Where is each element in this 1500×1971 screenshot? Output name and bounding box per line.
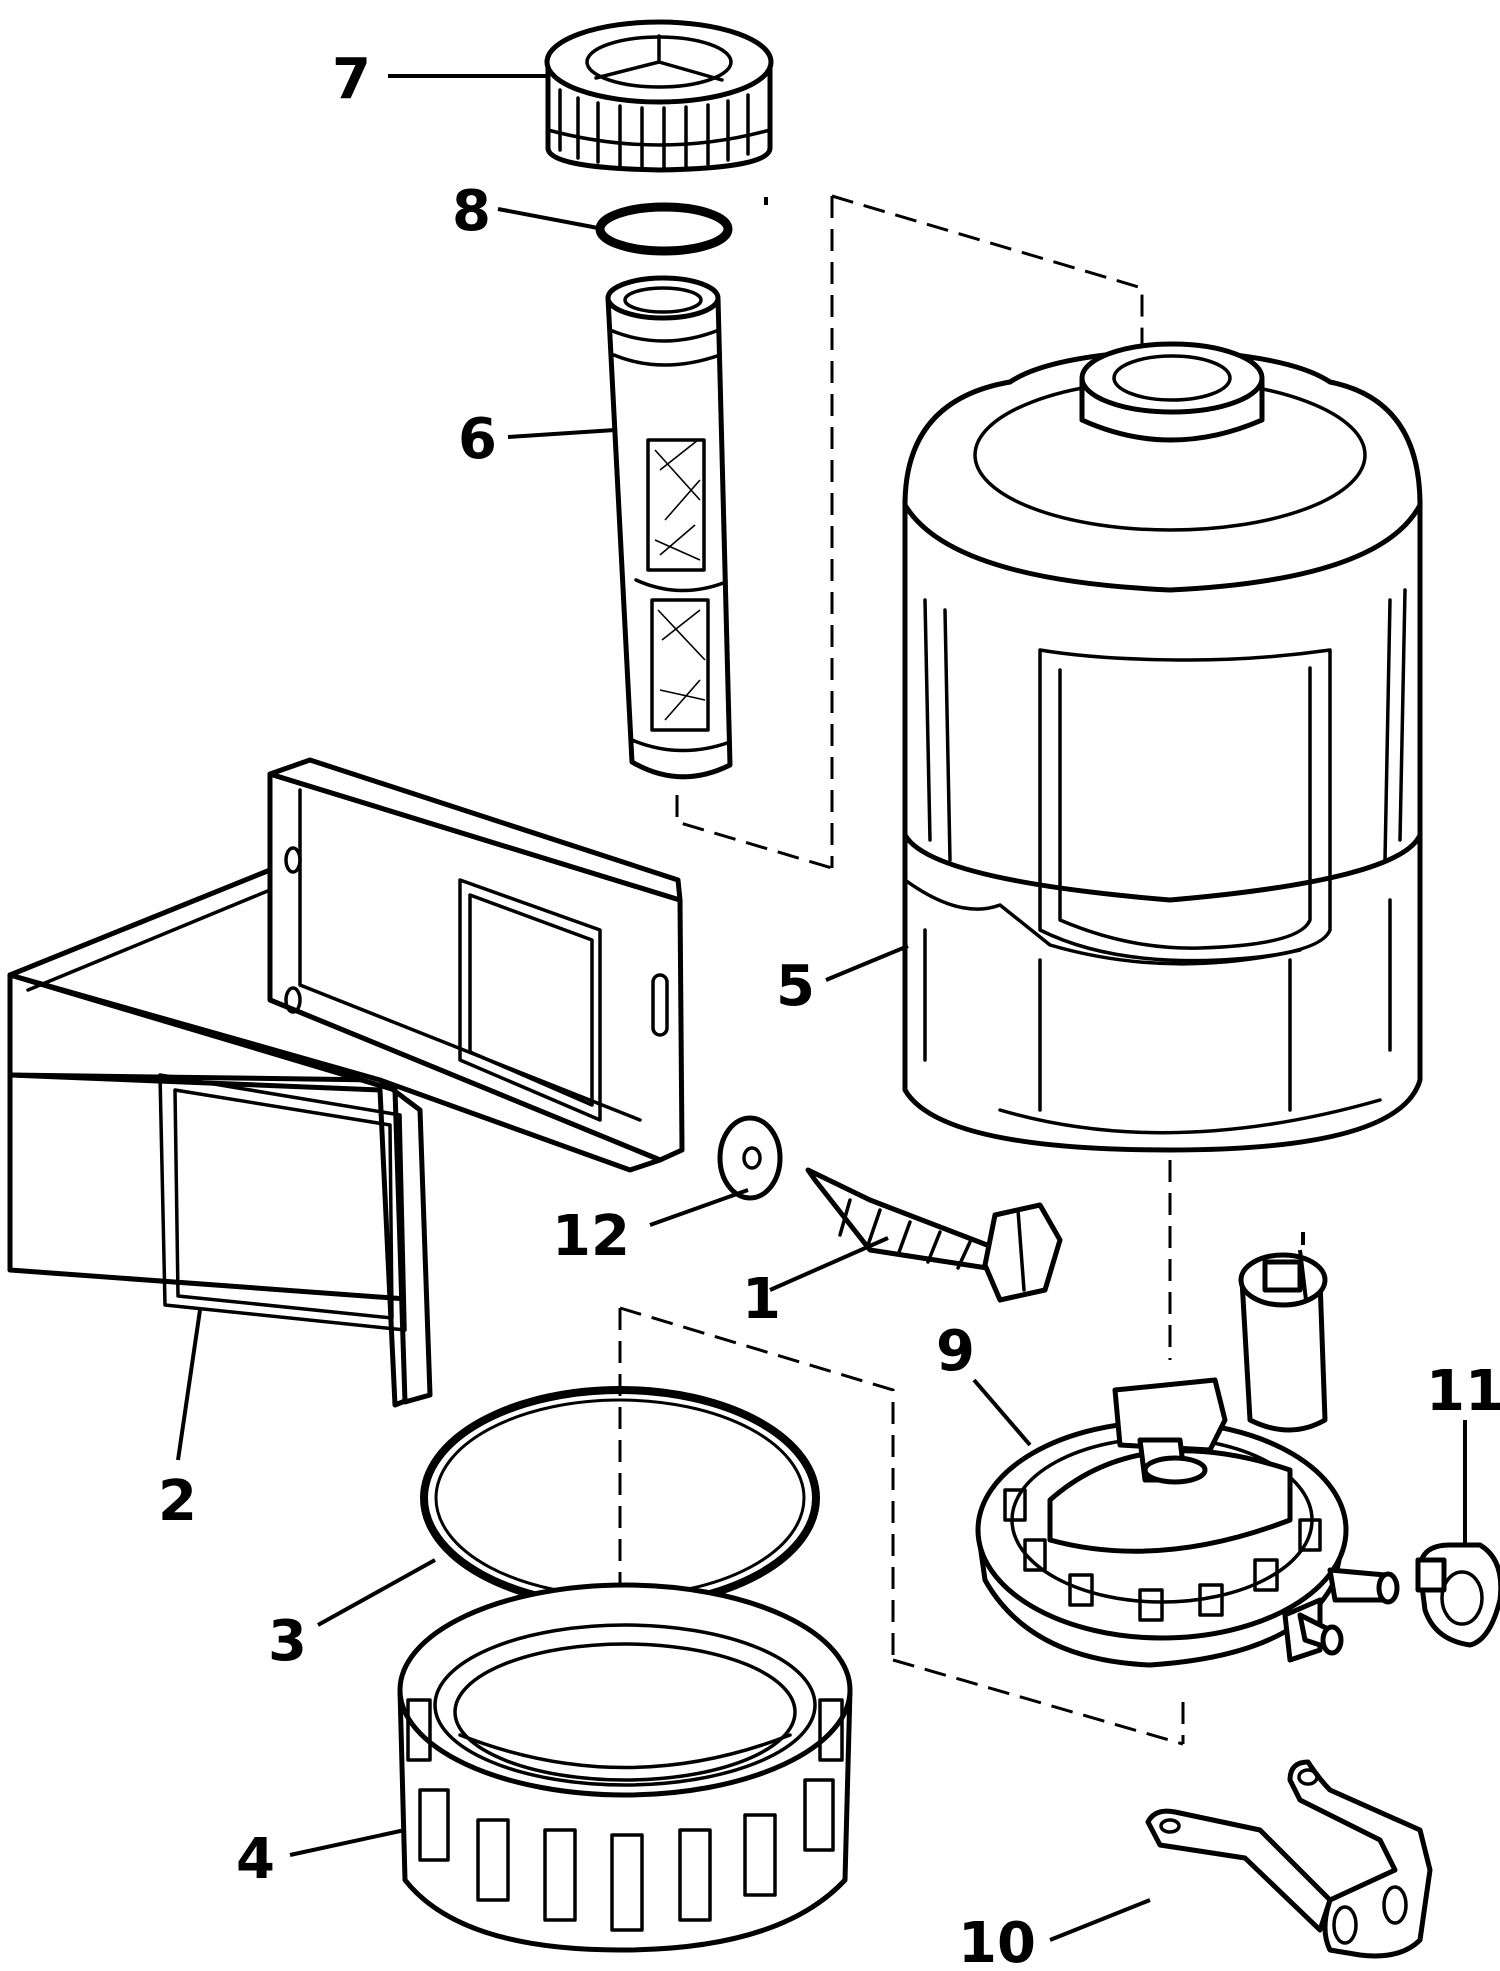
callout-1: 1 <box>742 1267 781 1332</box>
callout-2: 2 <box>158 1469 197 1534</box>
strap-part-10 <box>1145 1759 1433 1959</box>
callout-5: 5 <box>776 954 815 1019</box>
screw-part-1 <box>805 1167 1063 1303</box>
leader-lines <box>176 74 1467 1942</box>
cap-part-7 <box>544 19 774 173</box>
sender-part-9 <box>975 1232 1400 1668</box>
bracket-part-2 <box>7 757 685 1408</box>
o-ring-part-8 <box>595 202 733 256</box>
clamp-part-11 <box>1415 1542 1500 1648</box>
callout-11: 11 <box>1426 1359 1500 1424</box>
callout-9: 9 <box>936 1319 975 1384</box>
callout-7: 7 <box>332 47 371 112</box>
washer-part-12 <box>717 1115 783 1201</box>
callout-12: 12 <box>552 1204 630 1269</box>
nut-part-4 <box>397 1582 853 1953</box>
callout-8: 8 <box>452 179 491 244</box>
callout-10: 10 <box>958 1911 1036 1971</box>
strainer-part-6 <box>605 275 733 780</box>
tank-part-5 <box>902 341 1423 1153</box>
callout-labels: 7 8 6 5 12 1 2 3 4 9 11 10 <box>158 47 1500 1971</box>
callout-6: 6 <box>458 407 497 472</box>
callout-4: 4 <box>236 1827 275 1892</box>
callout-3: 3 <box>268 1609 307 1674</box>
